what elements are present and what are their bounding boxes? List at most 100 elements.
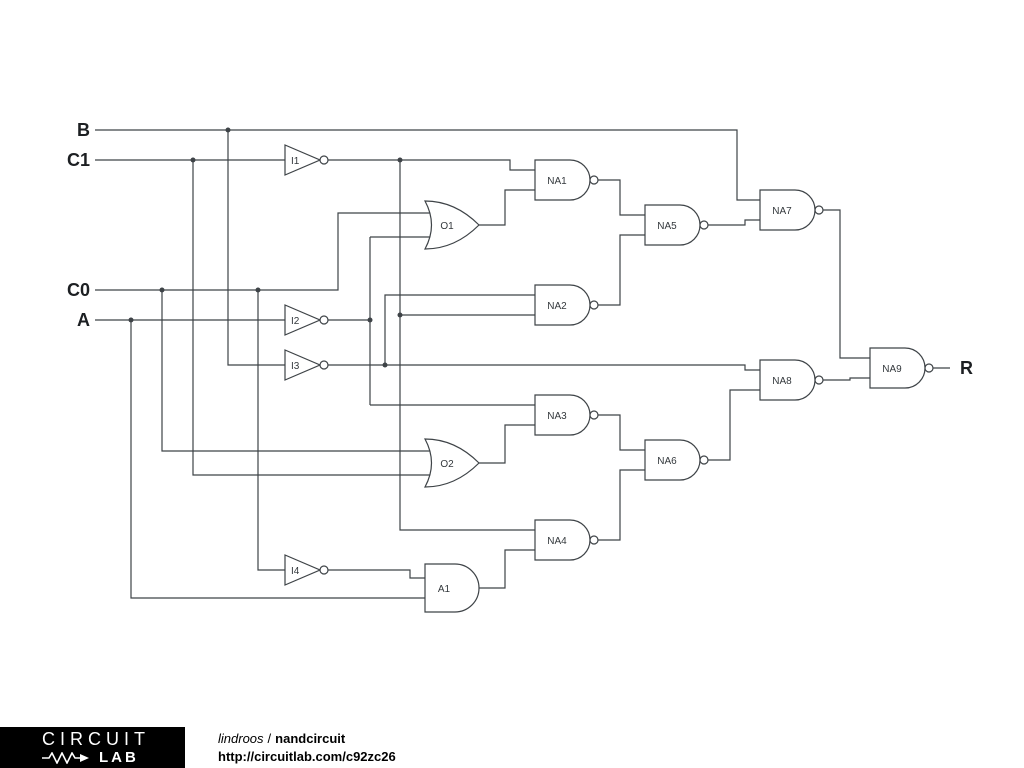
input-label-c0: C0: [67, 280, 90, 300]
wire-na7-to-na9: [823, 209, 870, 359]
wire-na1-to-na5: [598, 179, 645, 216]
circuit-schematic: B C1 C0 A R I1 I2 I3 I4 O1 O2 A1 N: [67, 120, 973, 613]
gate-nand-na2[interactable]: NA2: [534, 284, 599, 326]
inverter-triangle: [284, 144, 322, 176]
gate-label: NA5: [657, 221, 677, 232]
gate-or-o2[interactable]: O2: [423, 438, 480, 488]
junction-dot: [128, 317, 134, 323]
gate-label: NA7: [772, 206, 792, 217]
gate-label: I3: [291, 361, 300, 372]
nand-bubble-icon: [814, 375, 824, 385]
nand-bubble-icon: [589, 410, 599, 420]
input-label-c1: C1: [67, 150, 90, 170]
wire-input-c0: [95, 212, 432, 291]
circuit-name: nandcircuit: [275, 731, 346, 746]
gate-label: NA9: [882, 364, 902, 375]
wire-input-b: [95, 129, 760, 201]
wire-na2-to-na5: [598, 234, 645, 306]
nand-bubble-icon: [924, 363, 934, 373]
gate-nand-na7[interactable]: NA7: [759, 189, 824, 231]
inverter-bubble-icon: [319, 565, 329, 575]
gate-label: NA6: [657, 456, 677, 467]
output-label-r: R: [960, 358, 973, 378]
junction-dot: [190, 157, 196, 163]
nand-bubble-icon: [589, 175, 599, 185]
inverter-bubble-icon: [319, 360, 329, 370]
wire-o1-to-na1: [479, 189, 535, 226]
junction-dot: [382, 362, 388, 368]
circuit-url-link[interactable]: http://circuitlab.com/c92zc26: [218, 749, 396, 764]
gate-nand-na1[interactable]: NA1: [534, 159, 599, 201]
junction-dot: [255, 287, 261, 293]
inverter-triangle: [284, 304, 322, 336]
input-label-a: A: [77, 310, 90, 330]
footer-bar: CIRCUIT LAB lindroos / nandcircuit http:…: [0, 727, 1024, 768]
wire-i3-to-na2: [384, 294, 535, 365]
inverter-bubble-icon: [319, 315, 329, 325]
logo-lab-text: LAB: [99, 749, 139, 766]
gate-label: NA2: [547, 301, 567, 312]
wire-na6-to-na8: [708, 389, 760, 461]
wire-i1-to-na1: [328, 159, 535, 171]
nand-bubble-icon: [699, 455, 709, 465]
nand-bubble-icon: [814, 205, 824, 215]
footer-meta: lindroos / nandcircuit http://circuitlab…: [218, 727, 396, 768]
logo-circuit-text: CIRCUIT: [42, 729, 150, 749]
gate-label: O1: [440, 221, 454, 232]
circuitlab-logo[interactable]: CIRCUIT LAB: [0, 727, 185, 768]
gate-and-a1[interactable]: A1: [424, 563, 480, 613]
wire-c0-to-o2: [161, 290, 432, 452]
or-shape: [423, 438, 480, 488]
gate-inverter-i4[interactable]: I4: [284, 554, 329, 586]
wire-na8-to-na9: [823, 377, 870, 381]
gate-nand-na8[interactable]: NA8: [759, 359, 824, 401]
wires: [95, 129, 950, 599]
gate-inverter-i3[interactable]: I3: [284, 349, 329, 381]
gate-nand-na4[interactable]: NA4: [534, 519, 599, 561]
gate-label: NA8: [772, 376, 792, 387]
gate-nand-na3[interactable]: NA3: [534, 394, 599, 436]
gate-or-o1[interactable]: O1: [423, 200, 480, 250]
gate-label: I4: [291, 566, 300, 577]
wire-c1-to-o2: [192, 160, 432, 476]
gate-label: I2: [291, 316, 300, 327]
wire-na5-to-na7: [708, 219, 760, 226]
nand-bubble-icon: [589, 300, 599, 310]
wire-i1-to-na4: [399, 160, 535, 531]
inverter-bubble-icon: [319, 155, 329, 165]
resistor-icon: [42, 751, 89, 764]
wire-a-to-a1: [130, 320, 425, 599]
junction-dot: [397, 312, 403, 318]
junction-dot: [159, 287, 165, 293]
gate-inverter-i1[interactable]: I1: [284, 144, 329, 176]
author-name: lindroos: [218, 731, 264, 746]
gate-nand-na5[interactable]: NA5: [644, 204, 709, 246]
gate-nand-na6[interactable]: NA6: [644, 439, 709, 481]
wire-a1-to-na4: [479, 549, 535, 589]
wire-na4-to-na6: [598, 469, 645, 541]
inverter-triangle: [284, 349, 322, 381]
footer-title-line: lindroos / nandcircuit: [218, 731, 396, 746]
junction-dot: [225, 127, 231, 133]
inverter-triangle: [284, 554, 322, 586]
junction-dot: [397, 157, 403, 163]
gate-label: O2: [440, 459, 454, 470]
wire-o2-to-na3: [479, 424, 535, 464]
gate-label: NA4: [547, 536, 567, 547]
wire-i4-to-a1: [328, 569, 425, 579]
wire-i3-to-na8: [328, 364, 760, 371]
input-label-b: B: [77, 120, 90, 140]
separator: /: [267, 731, 272, 746]
junction-dot: [367, 317, 373, 323]
gate-label: I1: [291, 156, 300, 167]
gate-inverter-i2[interactable]: I2: [284, 304, 329, 336]
gate-label: NA3: [547, 411, 567, 422]
nand-bubble-icon: [589, 535, 599, 545]
and-shape: [424, 563, 480, 613]
wire-na3-to-na6: [598, 414, 645, 451]
gate-nand-na9[interactable]: NA9: [869, 347, 934, 389]
nand-bubble-icon: [699, 220, 709, 230]
or-shape: [423, 200, 480, 250]
wire-b-to-i3: [227, 130, 285, 366]
gate-label: NA1: [547, 176, 567, 187]
